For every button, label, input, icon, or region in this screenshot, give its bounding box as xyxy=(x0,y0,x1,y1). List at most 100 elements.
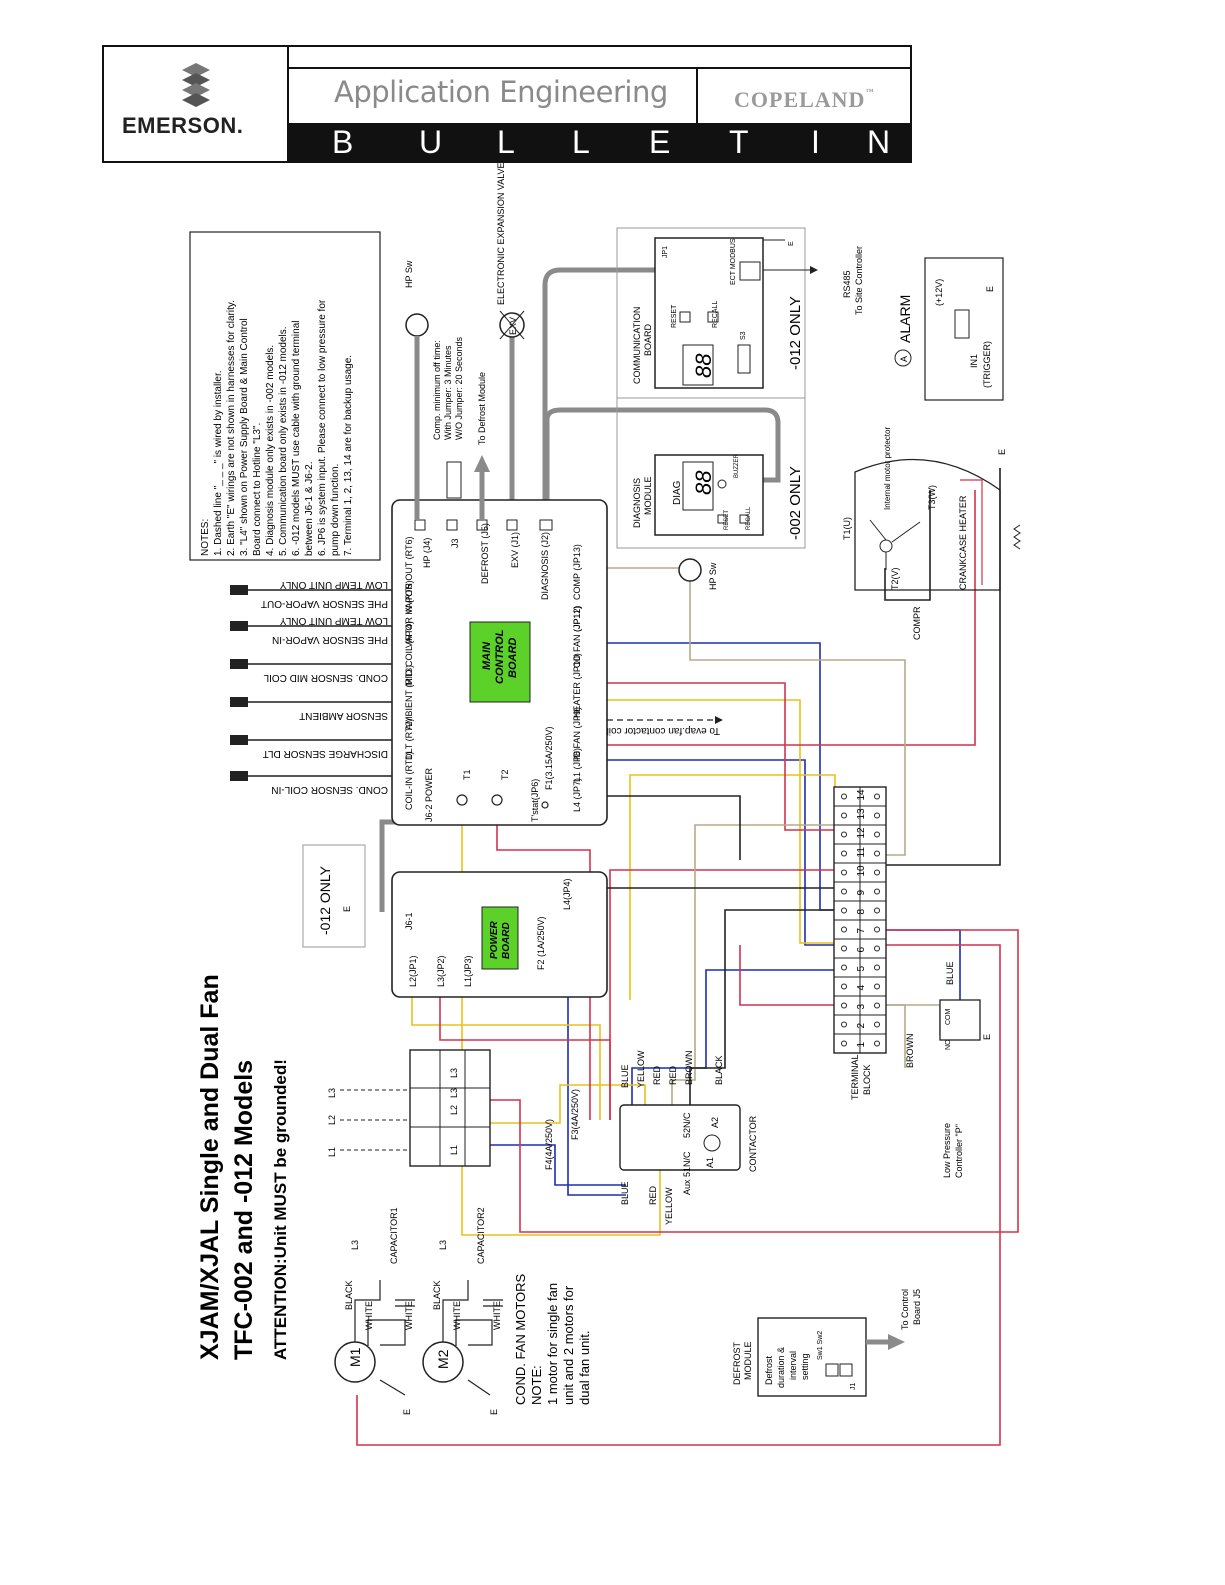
diag-recall-button[interactable] xyxy=(739,514,749,524)
banner-letter: L xyxy=(497,124,515,160)
terminal-screw-icon xyxy=(841,907,847,914)
contactor-label: CONTACTOR xyxy=(748,1115,758,1172)
notes-text: NOTES: 1. Dashed line "_ _ _" is wired b… xyxy=(200,299,354,556)
reset-label: RESET xyxy=(671,304,678,328)
terminal-screw-icon xyxy=(841,812,847,819)
port-label: L4 (JP7) xyxy=(572,778,582,812)
banner-letter: L xyxy=(572,124,590,160)
power-label: J6-2 POWER xyxy=(424,767,434,822)
j3-jumper xyxy=(446,461,462,499)
fuse-label: F1(3.15A/250V) xyxy=(544,726,554,790)
banner-letter: B xyxy=(332,124,354,160)
header-rule xyxy=(287,67,910,69)
compressor-t3: T3(W) xyxy=(927,485,937,510)
supply-line: L2 xyxy=(327,1115,337,1125)
black-wire xyxy=(689,909,840,1120)
port-label: J3 xyxy=(450,538,460,548)
defrost-to: Board J5 xyxy=(912,1289,922,1325)
diag-module-label: MODULE xyxy=(643,476,653,515)
blue-wire xyxy=(567,965,626,1196)
note-item: Board connect to Hotline "L3". xyxy=(252,423,263,556)
note-item: pump down function. xyxy=(330,464,341,556)
banner-letter: N xyxy=(867,124,891,160)
alarm-ground: E xyxy=(985,286,995,292)
reset-button[interactable] xyxy=(679,311,691,323)
lpc-ground: E xyxy=(982,1034,992,1040)
power-port: L1(JP3) xyxy=(463,955,473,987)
brown-wire xyxy=(689,578,906,856)
rs485-label: RS485 xyxy=(842,270,852,298)
terminal-screw-icon xyxy=(874,1021,880,1028)
t2-label: T2 xyxy=(500,769,510,780)
ground-zone-012 xyxy=(302,844,366,948)
sw1-dial[interactable] xyxy=(825,1363,839,1377)
main-board-left-ports: COIL-IN (RT1) DLT (RT2) AMBIENT (RT3) MI… xyxy=(404,536,414,810)
diag-recall: RECALL xyxy=(746,506,752,530)
recall-button[interactable] xyxy=(707,311,719,323)
port-label: VAPOR IN (RT5) xyxy=(404,580,414,648)
brown-wire xyxy=(880,1004,941,1035)
sensor-probe-icon xyxy=(230,585,248,595)
bulletin-header: EMERSON. Application Engineering COPELAN… xyxy=(102,45,912,163)
title-line2: TFC-002 and -012 Models xyxy=(230,1060,258,1360)
l3-label: L3 xyxy=(350,1240,360,1250)
blue-wire xyxy=(631,969,840,1120)
alarm-supply: (+12V) xyxy=(934,279,944,306)
terminal-screw-icon xyxy=(874,1040,880,1047)
svg-text:To evap.fan contactor coil: To evap.fan contactor coil xyxy=(607,725,720,736)
diag-only-label: -002 ONLY xyxy=(787,466,804,540)
ground-label: E xyxy=(342,906,352,912)
alarm-relay-icon xyxy=(954,309,970,339)
attention-text: ATTENTION:Unit MUST be grounded! xyxy=(271,1059,290,1360)
note-item: 1. Dashed line "_ _ _" is wired by insta… xyxy=(213,370,224,556)
contactor-aux: Aux 51N/C xyxy=(682,1151,692,1195)
red-wire xyxy=(597,682,840,831)
banner-letter: T xyxy=(729,124,749,160)
power-fuse-label: F2 (1A/250V) xyxy=(536,916,546,970)
recall-label: RECALL xyxy=(712,301,719,328)
tstat-label: T'stat(JP6) xyxy=(530,779,540,822)
terminal-number: 9 xyxy=(856,890,867,896)
lpc-label: Low Pressure xyxy=(942,1123,952,1178)
sensor-probe-icon xyxy=(230,697,248,707)
power-board-label: POWER BOARD xyxy=(489,920,512,959)
defrost-module-label: MODULE xyxy=(743,1341,753,1380)
black-wire xyxy=(880,468,1001,866)
comm-display-frame xyxy=(682,344,714,386)
e-label: E xyxy=(489,1409,499,1415)
compressor-t2: T2(V) xyxy=(890,567,900,590)
hp-switch-label: HP Sw xyxy=(404,260,414,288)
alarm-in1: IN1 xyxy=(969,354,979,368)
t1-terminal-icon xyxy=(456,794,468,806)
power-only-label: -012 ONLY xyxy=(317,865,333,935)
sensor-label: DISCHARGE SENSOR DLT xyxy=(263,748,388,759)
arrow-icon xyxy=(715,716,723,724)
main-board-label-box xyxy=(469,621,531,703)
sw2-dial[interactable] xyxy=(839,1363,853,1377)
terminal-screw-icon xyxy=(874,945,880,952)
comm-harness xyxy=(542,267,660,520)
red-wire xyxy=(597,490,976,746)
exv-label: ELECTRONIC EXPANSION VALVE xyxy=(496,162,506,305)
black-label: BLACK xyxy=(432,1280,442,1310)
communication-board xyxy=(654,237,764,389)
svg-text:1 motor for single fan: 1 motor for single fan xyxy=(545,1283,560,1405)
power-port: L3(JP2) xyxy=(436,955,446,987)
contactor-coil-icon xyxy=(703,1134,721,1152)
svg-text:BLUE: BLUE xyxy=(620,1064,630,1088)
diag-module-label: DIAGNOSIS xyxy=(632,478,642,528)
sensor-label: COND. SENSOR COIL-IN xyxy=(271,784,388,795)
terminal-screw-icon xyxy=(874,926,880,933)
svg-text:CONTROL: CONTROL xyxy=(494,629,506,684)
low-pressure-controller xyxy=(939,999,981,1041)
terminal-screw-icon xyxy=(874,831,880,838)
alarm-symbol: A xyxy=(899,356,909,362)
supply-terminal-block xyxy=(409,1049,491,1167)
diag-reset-button[interactable] xyxy=(717,514,727,524)
s3-dip-switch[interactable] xyxy=(737,344,751,374)
diagnosis-module xyxy=(654,454,764,536)
diag-reset: RESET xyxy=(724,510,730,530)
blue-wire xyxy=(484,1144,626,1186)
terminal-screw-icon xyxy=(841,888,847,895)
